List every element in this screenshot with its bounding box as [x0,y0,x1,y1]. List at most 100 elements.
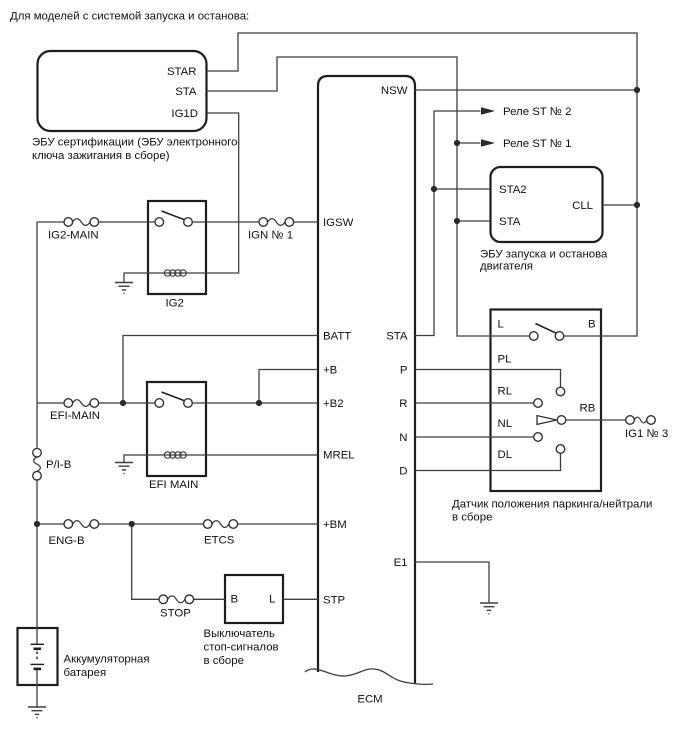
arrow-st-relay-2-icon [481,107,495,115]
fuse-eng-b-terminal [63,519,74,530]
ground-efi-coil-icon [115,461,133,475]
start-stop-ecu-pin-cll: CLL [572,200,593,212]
ground-battery-icon [28,706,46,719]
st-relay-2-label: Реле ST № 2 [503,106,571,118]
ig2-switch-blade [161,210,185,221]
fuse-etcs-element [211,519,230,529]
fuse-ig2-main-element [72,217,91,227]
ecm-pin-batt: BATT [323,331,351,343]
fuse-ig2-main-terminal [89,216,100,227]
cert-ecu-pin-star: STAR [167,66,197,78]
wire-ig1d-to-ig2-coil [123,112,240,283]
junction-dot [255,399,263,407]
junction-dot [453,139,461,147]
fuse-ign1-terminal [258,216,269,227]
fuse-eng-b-element [72,519,91,529]
pn-dl-contact [555,444,566,455]
ecm-label: ECM [357,694,382,706]
park-neutral-sensor-box [489,308,603,493]
fuse-efi-main-terminal [89,398,100,409]
junction-dot [33,520,41,528]
diagram-title: Для моделей с системой запуска и останов… [10,11,249,23]
ecm-pin-mrel: MREL [323,450,355,462]
ecm-torn-bottom-edge [304,668,434,686]
cert-ecu-caption-line1: ЭБУ сертификации (ЭБУ электронного [32,137,238,149]
efi-switch-contact [154,398,165,409]
fuse-label-stop: STOP [160,608,191,620]
wire-e1-to-ground [415,561,490,603]
ecm-pin-plus-b: +B [323,365,337,377]
ecm-pin-d: D [399,466,407,478]
ground-e1-icon [480,602,498,615]
wire-star-to-b [206,32,638,337]
cert-ecu-pin-sta: STA [175,86,197,98]
pn-pl-contact [555,386,566,397]
fuse-label-ig2-main: IG2-MAIN [48,230,99,242]
fuse-ig1-3-element [633,416,648,424]
ecm-box [316,74,417,684]
wire-plus-b [258,368,318,403]
wire-ecm-sta-to-relay2 [415,110,481,337]
junction-dot [430,185,438,193]
ecm-pin-r: R [399,398,407,410]
cert-ecu-caption-line2: ключа зажигания в сборе) [32,150,170,162]
ig2-switch-contact [182,216,193,227]
fuse-etcs-terminal [202,519,213,530]
arrow-st-relay-1-icon [481,139,495,147]
efi-main-relay-box [145,380,208,478]
pn-sensor-caption-line2: в сборе [452,512,492,524]
pn-sensor-pin-dl: DL [498,449,513,461]
stop-lamp-switch-box [223,573,285,625]
junction-dot [453,217,461,225]
fuse-efi-main-terminal [63,398,74,409]
ig2-relay-coil [163,269,187,277]
stop-switch-caption-line2: стоп-сигналов [204,642,279,654]
terminals [32,216,657,605]
stop-switch-pin-l: L [269,594,275,606]
junction-dot [633,201,641,209]
fuse-pib-terminal [32,470,43,481]
fuse-label-ign1: IGN № 1 [248,230,293,242]
pn-sensor-pin-pl: PL [498,354,512,366]
pn-sensor-pin-rb: RB [580,403,596,415]
fuse-label-ig1-3: IG1 № 3 [625,428,668,440]
junction-dot [119,399,127,407]
pn-sensor-pin-b: B [588,319,596,331]
fuse-ig2-main-terminal [63,216,74,227]
fuse-label-efi-main: EFI-MAIN [50,410,100,422]
park-neutral-rotor-wedge [536,414,557,426]
ecm-pin-sta: STA [386,331,408,343]
efi-switch-contact [182,398,193,409]
fuse-label-etcs: ETCS [204,535,235,547]
fuse-ig1-3-terminal [625,415,636,426]
fuse-pib-terminal [32,447,43,458]
pn-sensor-pin-rl: RL [498,386,513,398]
fuse-ign1-terminal [284,216,295,227]
wire-stop-branch [131,524,159,600]
battery-caption-line1: Аккумуляторная [64,654,150,666]
fuse-ig1-3-terminal [646,415,657,426]
pn-sensor-caption-line1: Датчик положения паркинга/нейтрали [452,499,652,511]
junction-dot [128,520,135,528]
wires [32,32,648,707]
ecm-pin-n: N [399,432,407,444]
pn-rb-contact [556,415,567,426]
fuse-stop-terminal [184,594,195,605]
ecm-pin-igsw: IGSW [323,217,354,229]
ecm-pin-plus-b2: +B2 [323,398,344,410]
wire-p [415,368,562,388]
cert-ecu-pin-ig1d: IG1D [171,108,198,120]
wire-d [415,453,562,472]
battery-cells-icon [30,643,44,671]
wire-batt [122,334,318,403]
fuse-etcs-terminal [228,519,239,530]
stop-switch-caption-line1: Выключатель [204,628,276,640]
junction-dots [33,86,641,528]
start-stop-ecu-pin-sta2: STA2 [499,184,527,196]
wire-mrel-to-efi-coil [123,454,318,463]
pn-switch-b-contact [554,331,565,342]
efi-main-switch-blade [161,391,185,402]
stop-switch-pin-b: B [231,594,239,606]
fuse-stop-terminal [158,594,169,605]
